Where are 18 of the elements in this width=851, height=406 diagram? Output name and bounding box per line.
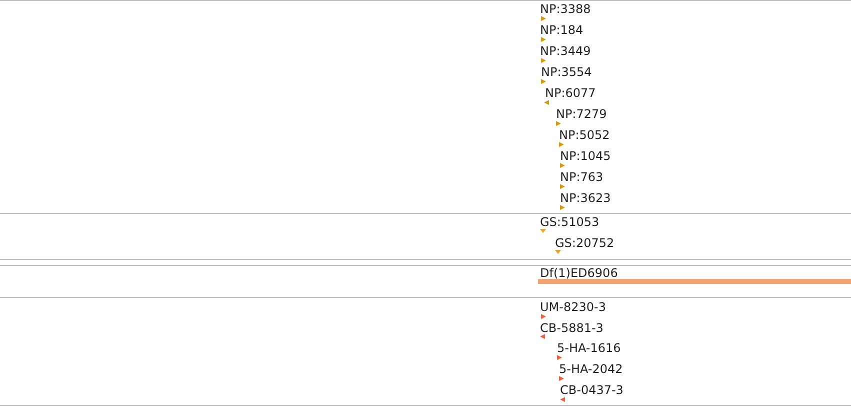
feature-label: 5-HA-2042 <box>559 362 623 376</box>
feature-label: CB-5881-3 <box>540 321 604 335</box>
feature-label: NP:3623 <box>560 191 611 205</box>
feature-label: GS:51053 <box>540 215 600 229</box>
feature-label: NP:3388 <box>540 2 591 16</box>
feature-label: NP:3449 <box>540 44 591 58</box>
feature-label: NP:3554 <box>541 65 592 79</box>
feature-label: UM-8230-3 <box>540 300 606 314</box>
feature-label: NP:5052 <box>559 128 610 142</box>
feature-label: 5-HA-1616 <box>557 341 621 355</box>
feature-label: NP:7279 <box>556 107 607 121</box>
feature-label: GS:20752 <box>555 236 614 250</box>
feature-label: NP:763 <box>560 170 604 184</box>
feature-label: CB-0437-3 <box>560 383 624 397</box>
feature-label: NP:6077 <box>545 86 596 100</box>
feature-label: NP:184 <box>540 23 584 37</box>
feature-label: Df(1)ED6906 <box>540 266 618 280</box>
feature-label: NP:1045 <box>560 149 611 163</box>
